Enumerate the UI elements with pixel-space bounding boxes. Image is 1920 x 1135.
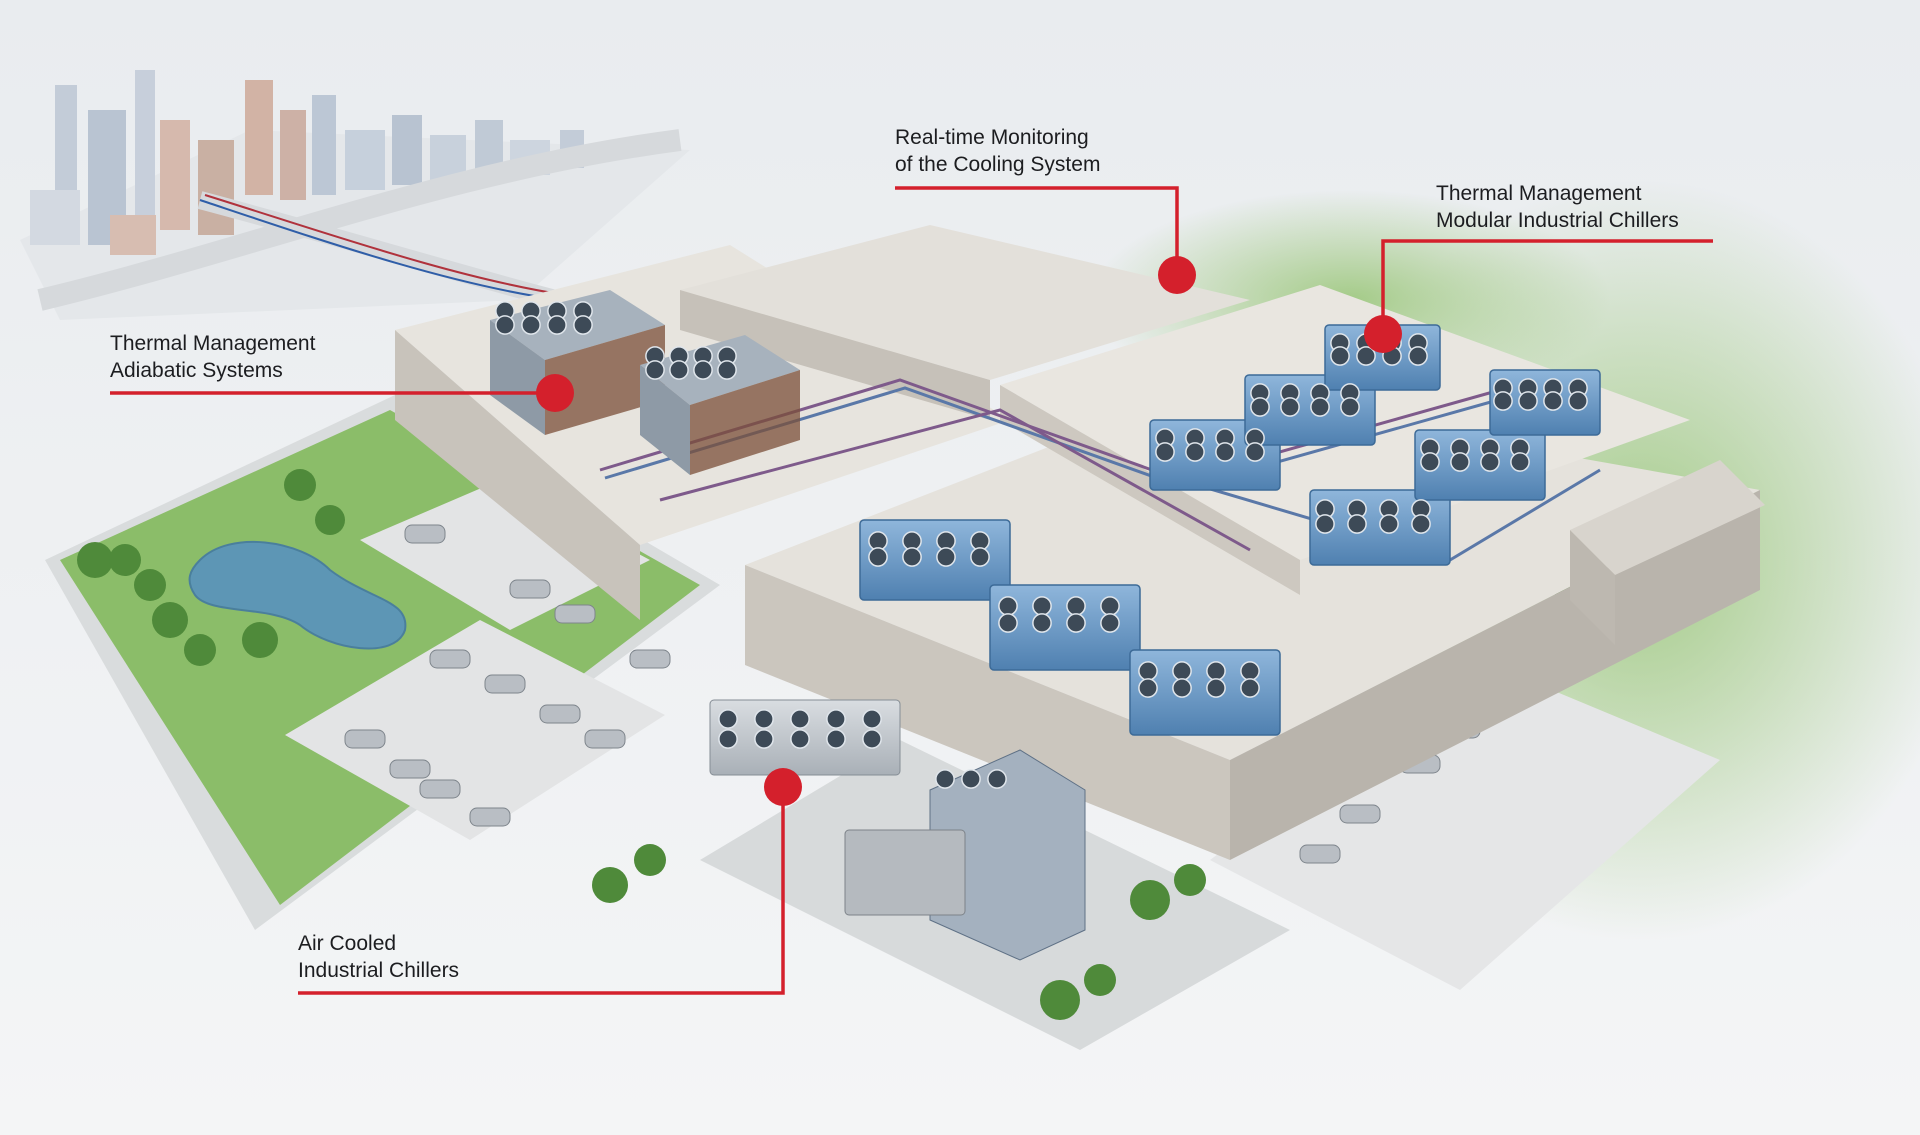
fan-icon xyxy=(1379,514,1399,534)
red-dot-marker-modular[interactable] xyxy=(1364,315,1402,353)
callout-line: Thermal Management xyxy=(1436,182,1642,205)
fan-icon xyxy=(1206,678,1226,698)
fan-icon xyxy=(1032,613,1052,633)
leader-line-monitoring xyxy=(895,186,1179,275)
fan-icon xyxy=(1518,391,1538,411)
fan-icon xyxy=(1240,661,1260,681)
fan-icon xyxy=(1100,596,1120,616)
fan-icon xyxy=(1450,452,1470,472)
fan-icon xyxy=(1245,442,1265,462)
fan-icon xyxy=(718,709,738,729)
callout-line: of the Cooling System xyxy=(895,153,1101,176)
callout-graphics xyxy=(110,186,1713,995)
fan-icon xyxy=(790,729,810,749)
fan-icon xyxy=(1100,613,1120,633)
fan-icon xyxy=(1340,397,1360,417)
fan-icon xyxy=(1493,391,1513,411)
fan-icon xyxy=(936,547,956,567)
fan-icon xyxy=(1356,346,1376,366)
city-skyline xyxy=(20,70,690,320)
fan-icon xyxy=(645,360,665,380)
fan-icon xyxy=(669,360,689,380)
fan-icon xyxy=(1032,596,1052,616)
fan-icon xyxy=(1480,452,1500,472)
callout-label-air-cooled-chillers: Air Cooled Industrial Chillers xyxy=(298,930,459,984)
fan-icon xyxy=(1315,514,1335,534)
fan-icon xyxy=(1185,442,1205,462)
fan-icon xyxy=(1420,452,1440,472)
leader-line-air-cooled xyxy=(298,787,785,995)
fan-icon xyxy=(998,613,1018,633)
pond xyxy=(188,540,407,650)
callout-label-adiabatic-systems: Thermal Management Adiabatic Systems xyxy=(110,330,315,384)
fan-icon xyxy=(495,315,515,335)
fan-icon xyxy=(868,547,888,567)
red-dot-marker-adiabatic[interactable] xyxy=(536,374,574,412)
fan-icon xyxy=(961,769,981,789)
callout-line: Thermal Management xyxy=(110,332,316,355)
callout-line: Real-time Monitoring xyxy=(895,126,1089,149)
fan-icon xyxy=(573,315,593,335)
fan-icon xyxy=(1568,391,1588,411)
chiller-fans xyxy=(495,301,1588,789)
fan-icon xyxy=(935,769,955,789)
fan-icon xyxy=(998,596,1018,616)
callout-label-real-time-monitoring: Real-time Monitoring of the Cooling Syst… xyxy=(895,124,1100,178)
callout-line: Air Cooled xyxy=(298,932,397,955)
fan-icon xyxy=(1543,391,1563,411)
fan-icon xyxy=(1172,661,1192,681)
fan-icon xyxy=(1155,442,1175,462)
fan-icon xyxy=(1250,397,1270,417)
fan-icon xyxy=(1206,661,1226,681)
fan-icon xyxy=(1411,514,1431,534)
red-dot-marker-monitoring[interactable] xyxy=(1158,256,1196,294)
fan-icon xyxy=(1510,452,1530,472)
fan-icon xyxy=(1172,678,1192,698)
fan-icon xyxy=(902,547,922,567)
fan-icon xyxy=(718,729,738,749)
fan-icon xyxy=(754,729,774,749)
fan-icon xyxy=(862,729,882,749)
callout-label-modular-industrial-chillers: Thermal Management Modular Industrial Ch… xyxy=(1436,180,1679,234)
leader-line-modular xyxy=(1381,239,1713,334)
fan-icon xyxy=(547,315,567,335)
callout-line: Modular Industrial Chillers xyxy=(1436,209,1679,232)
fan-icon xyxy=(717,360,737,380)
fan-icon xyxy=(987,769,1007,789)
fan-icon xyxy=(521,315,541,335)
callout-line: Adiabatic Systems xyxy=(110,359,283,382)
fan-icon xyxy=(1347,514,1367,534)
fan-icon xyxy=(826,729,846,749)
fan-icon xyxy=(826,709,846,729)
fan-icon xyxy=(1280,397,1300,417)
fan-icon xyxy=(790,709,810,729)
highway xyxy=(37,129,682,311)
callout-line: Industrial Chillers xyxy=(298,959,460,982)
fan-icon xyxy=(970,547,990,567)
fan-icon xyxy=(1330,346,1350,366)
fan-icon xyxy=(1066,613,1086,633)
fan-icon xyxy=(1066,596,1086,616)
fan-icon xyxy=(754,709,774,729)
fan-icon xyxy=(693,360,713,380)
fan-icon xyxy=(862,709,882,729)
red-dot-marker-air-cooled[interactable] xyxy=(764,768,802,806)
fan-icon xyxy=(1408,346,1428,366)
fan-icon xyxy=(1240,678,1260,698)
fan-icon xyxy=(1310,397,1330,417)
trees xyxy=(77,469,1588,1020)
fan-icon xyxy=(1215,442,1235,462)
fan-icon xyxy=(1138,661,1158,681)
fan-icon xyxy=(1138,678,1158,698)
